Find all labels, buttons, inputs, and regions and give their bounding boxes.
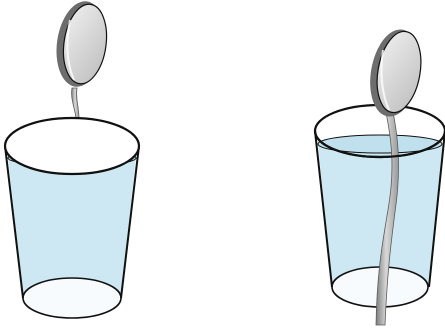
right-group: [315, 26, 445, 325]
left-glass-bottom: [23, 278, 121, 318]
left-glass-water: [8, 158, 136, 298]
left-glass: [5, 118, 139, 318]
left-glass-rim: [5, 118, 139, 174]
left-group: [5, 0, 139, 318]
left-spoon: [51, 0, 111, 125]
